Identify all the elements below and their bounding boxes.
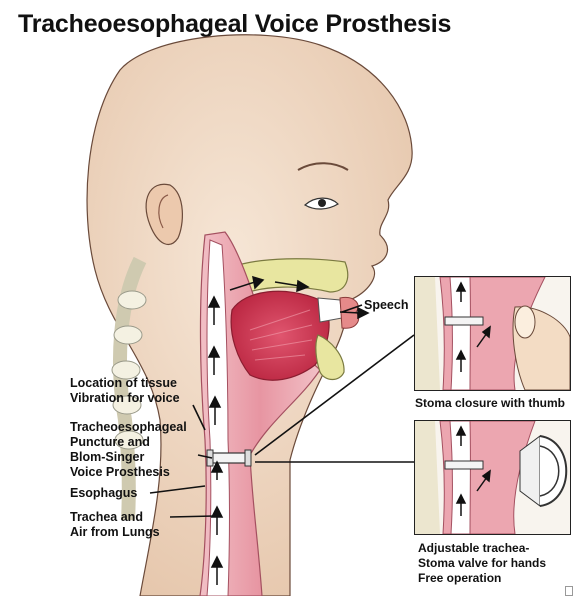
location-label: Location of tissue Vibration for voice	[70, 376, 180, 406]
corner-resize-handle	[565, 586, 573, 596]
inset-stoma-valve	[414, 420, 571, 535]
inset-thumb-illustration	[415, 277, 570, 390]
inset-valve-illustration	[415, 421, 570, 534]
speech-label: Speech	[364, 298, 408, 313]
esophagus-label: Esophagus	[70, 486, 137, 501]
inset-top-caption: Stoma closure with thumb	[415, 396, 565, 411]
inset-bottom-caption: Adjustable trachea- Stoma valve for hand…	[418, 541, 546, 586]
inset-thumb-closure	[414, 276, 571, 391]
trachea-label: Trachea and Air from Lungs	[70, 510, 160, 540]
teeth	[318, 298, 342, 322]
puncture-label: Tracheoesophageal Puncture and Blom-Sing…	[70, 420, 187, 480]
